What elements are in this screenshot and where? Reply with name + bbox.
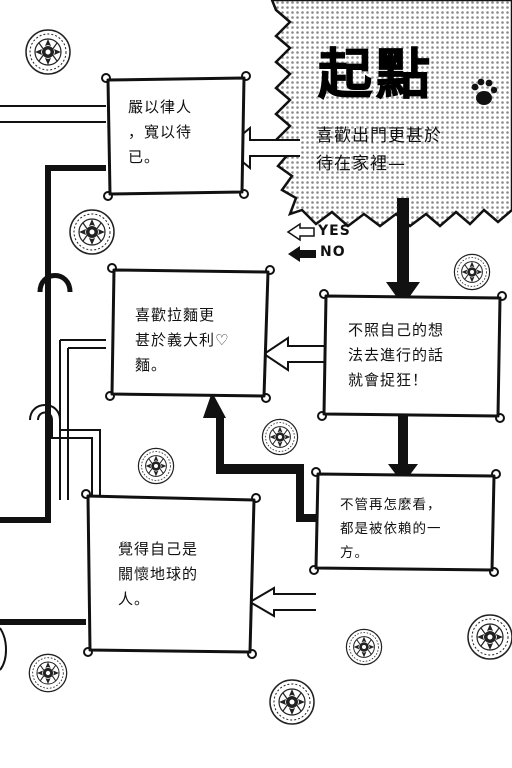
box-a-text: 嚴以律人 ，寬以待 已。 — [128, 98, 193, 166]
legend-no-label: NO — [320, 244, 346, 260]
rosette-ornament — [261, 418, 299, 456]
box-d-text: 不管再怎麼看， 都是被依賴的一 方。 — [340, 497, 442, 561]
arrow-start-to-c — [386, 198, 420, 306]
box-e-frame — [86, 494, 256, 654]
start-question: 喜歡出門更甚於 待在家裡— — [316, 126, 442, 174]
arrow-c-to-b — [262, 336, 332, 372]
yes-arrow-icon — [286, 222, 315, 242]
box-c-frame — [322, 294, 502, 418]
rosette-ornament — [25, 29, 71, 75]
arrow-c-to-d — [388, 412, 418, 484]
rosette-ornament — [137, 447, 175, 485]
legend-yes-label: YES — [318, 223, 351, 239]
start-bubble — [270, 0, 512, 228]
no-arrow-icon — [288, 246, 316, 262]
rosette-ornament — [467, 614, 512, 660]
rosette-ornament — [269, 679, 315, 725]
arrow-d-to-b — [203, 392, 320, 522]
rosette-ornament — [28, 653, 68, 693]
paw-print-icon — [471, 78, 498, 105]
arrow-d-to-e — [248, 586, 316, 618]
start-title: 起點 — [318, 43, 434, 107]
box-c-text: 不照自己的想 法去進行的話 就會捉狂！ — [348, 321, 445, 389]
box-corner-loops — [81, 71, 507, 659]
box-a-frame — [106, 76, 246, 196]
question-boxes — [86, 76, 502, 654]
box-b-frame — [110, 268, 270, 398]
box-d-frame — [314, 472, 496, 572]
rosette-ornament — [453, 253, 491, 291]
left-connector-lines — [0, 105, 106, 671]
rosette-ornament — [345, 628, 383, 666]
box-e-text: 覺得自己是 關懷地球的 人。 — [118, 540, 199, 608]
box-b-text: 喜歡拉麵更 甚於義大利♡ 麵。 — [135, 306, 230, 374]
flow-arrows — [203, 125, 420, 618]
rosette-ornament — [69, 209, 115, 255]
